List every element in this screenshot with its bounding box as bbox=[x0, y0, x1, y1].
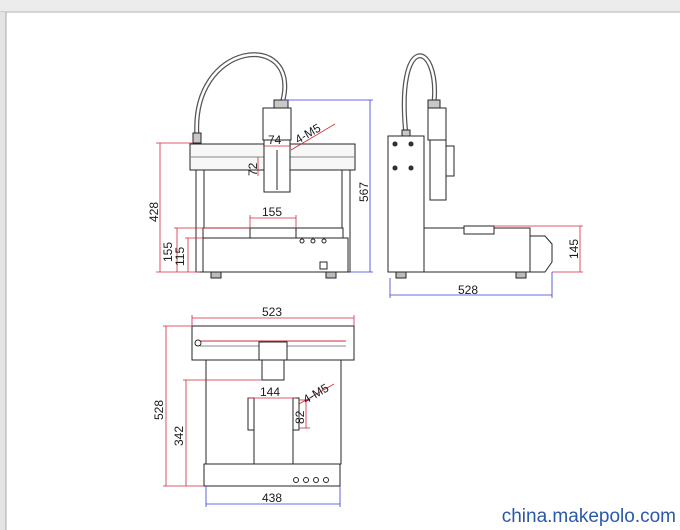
side-screw-3 bbox=[392, 165, 398, 171]
front-foot-left bbox=[210, 271, 222, 279]
dim-label-top-m5: 4-M5 bbox=[301, 381, 332, 407]
dim-label-115: 115 bbox=[173, 247, 187, 266]
side-screw-2 bbox=[408, 141, 414, 147]
front-switch bbox=[319, 261, 328, 270]
front-cable-inner bbox=[195, 53, 286, 138]
top-head-carriage bbox=[258, 341, 288, 361]
side-head-body bbox=[429, 139, 447, 201]
top-gantry-bolt bbox=[194, 339, 202, 347]
dim-label-155v: 155 bbox=[161, 242, 175, 262]
dim-label-428: 428 bbox=[147, 202, 161, 222]
front-button-3 bbox=[321, 238, 327, 244]
side-table bbox=[463, 225, 495, 235]
dim-leader-top-m5 bbox=[298, 383, 335, 405]
dim-label-528-top: 528 bbox=[152, 400, 166, 420]
front-view bbox=[189, 52, 356, 279]
dim-label-side-depth: 528 bbox=[458, 283, 478, 297]
front-cable-clip-left bbox=[192, 132, 202, 144]
top-view bbox=[191, 325, 355, 487]
dim-label-523: 523 bbox=[262, 305, 282, 319]
dim-label-342: 342 bbox=[172, 426, 186, 446]
front-table bbox=[249, 227, 297, 239]
side-screw-4 bbox=[408, 165, 414, 171]
dim-label-567: 567 bbox=[357, 182, 371, 202]
front-cable-clip-right bbox=[273, 99, 289, 109]
front-base bbox=[202, 237, 349, 273]
side-foot-left bbox=[395, 271, 407, 279]
dim-label-front-m5: 4-M5 bbox=[293, 121, 324, 147]
side-base bbox=[423, 227, 531, 273]
front-dimensions bbox=[156, 99, 373, 273]
top-control-panel bbox=[203, 463, 341, 487]
dim-label-72: 72 bbox=[246, 162, 260, 176]
top-dimensions bbox=[163, 315, 355, 507]
side-head-top bbox=[427, 107, 447, 141]
side-base-nose bbox=[530, 235, 553, 273]
viewer-left-bar bbox=[0, 12, 6, 530]
dim-label-438: 438 bbox=[262, 491, 282, 505]
top-button-1 bbox=[293, 477, 299, 483]
front-button-1 bbox=[299, 238, 305, 244]
watermark-text: china.makepolo.com bbox=[501, 506, 676, 527]
side-dimensions bbox=[389, 225, 583, 298]
top-button-4 bbox=[323, 477, 329, 483]
front-head-top bbox=[262, 107, 292, 141]
dim-label-table-width: 155 bbox=[262, 205, 282, 219]
front-button-2 bbox=[310, 238, 316, 244]
dim-label-144: 144 bbox=[260, 385, 280, 399]
side-foot-right bbox=[515, 271, 527, 279]
side-cable-clip-right bbox=[427, 99, 441, 109]
side-head-valve bbox=[445, 145, 455, 177]
dim-label-145: 145 bbox=[567, 239, 581, 259]
side-view bbox=[387, 53, 553, 279]
side-cable-inner bbox=[403, 54, 436, 136]
side-screw-1 bbox=[392, 141, 398, 147]
top-button-3 bbox=[313, 477, 319, 483]
top-head-body bbox=[261, 359, 285, 381]
viewer-top-bar bbox=[0, 0, 680, 12]
side-column bbox=[387, 135, 425, 273]
dim-label-82: 82 bbox=[293, 410, 307, 424]
top-button-2 bbox=[303, 477, 309, 483]
dim-label-74: 74 bbox=[268, 133, 282, 147]
top-slot-left bbox=[247, 397, 255, 431]
front-foot-right bbox=[325, 271, 337, 279]
dim-leader-m5 bbox=[290, 123, 336, 151]
